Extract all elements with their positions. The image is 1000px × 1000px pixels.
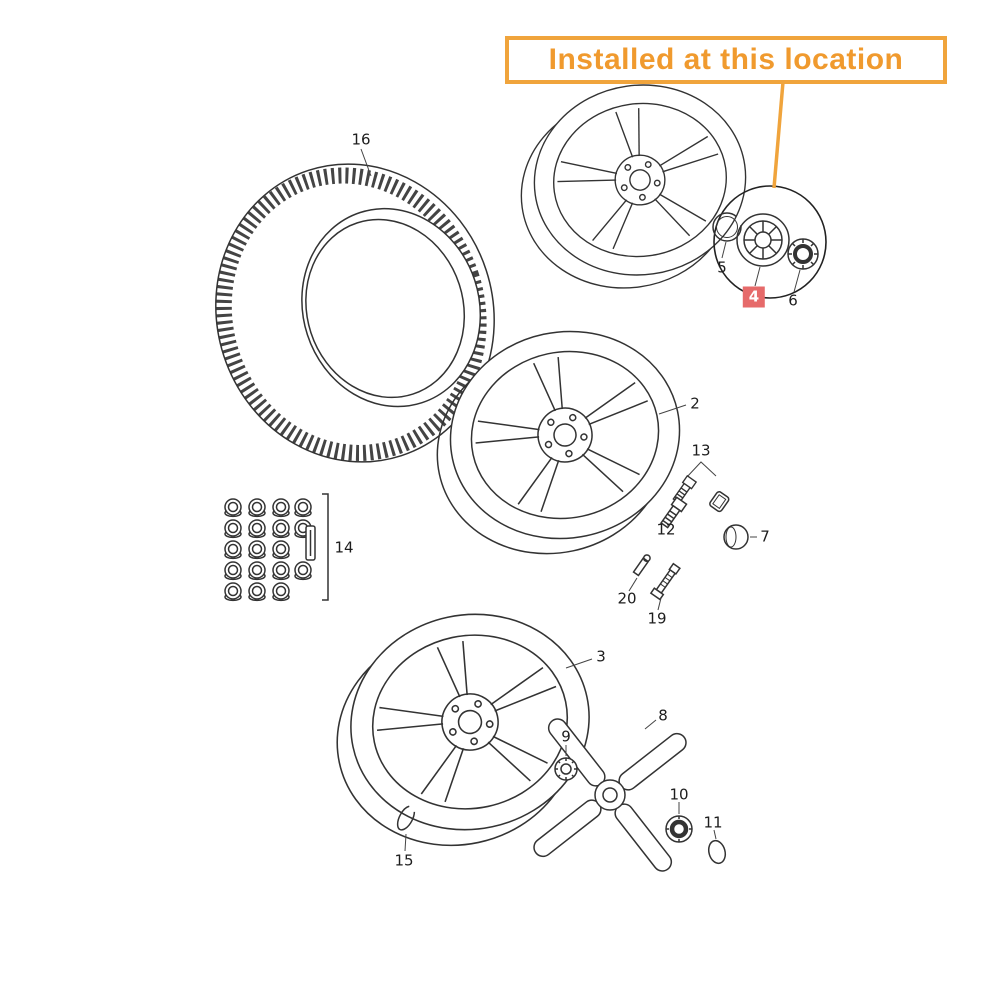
part-label-2[interactable]: 2 <box>690 394 700 413</box>
part-label-4-highlighted[interactable]: 4 <box>742 286 766 308</box>
part-label-6[interactable]: 6 <box>788 291 798 310</box>
center-cap-illustration <box>736 213 790 267</box>
bolt-pair-13-illustration <box>671 461 730 513</box>
installed-location-banner: Installed at this location <box>505 36 947 84</box>
part-label-5[interactable]: 5 <box>717 258 727 277</box>
leader-lines <box>360 148 801 852</box>
part-label-12[interactable]: 12 <box>656 520 676 539</box>
hub-part-10-illustration <box>665 815 693 843</box>
valve-stem-19-illustration <box>649 562 681 601</box>
lock-ring-illustration <box>787 238 819 270</box>
banner-pointer-line <box>772 81 785 189</box>
part-label-15[interactable]: 15 <box>394 851 414 870</box>
valve-20-illustration <box>632 554 651 577</box>
part-label-19[interactable]: 19 <box>647 609 667 628</box>
part-label-13[interactable]: 13 <box>691 441 711 460</box>
tire-illustration <box>215 163 495 463</box>
clip-15-illustration <box>396 805 416 831</box>
part-label-7[interactable]: 7 <box>760 527 770 546</box>
hub-part-9-illustration <box>554 757 578 781</box>
part-label-11[interactable]: 11 <box>703 813 723 832</box>
part-label-14[interactable]: 14 <box>334 538 354 557</box>
part-label-3[interactable]: 3 <box>596 647 606 666</box>
cap-7-illustration <box>723 524 749 550</box>
highlight-circle <box>713 185 827 299</box>
part-label-9[interactable]: 9 <box>561 727 571 746</box>
part-label-16[interactable]: 16 <box>351 130 371 149</box>
part-label-8[interactable]: 8 <box>658 706 668 725</box>
part-label-20[interactable]: 20 <box>617 589 637 608</box>
seal-ring-11-illustration <box>707 839 727 865</box>
part-label-10[interactable]: 10 <box>669 785 689 804</box>
spider-tool-illustration <box>533 718 687 872</box>
lug-nut-set-illustration <box>224 493 329 602</box>
